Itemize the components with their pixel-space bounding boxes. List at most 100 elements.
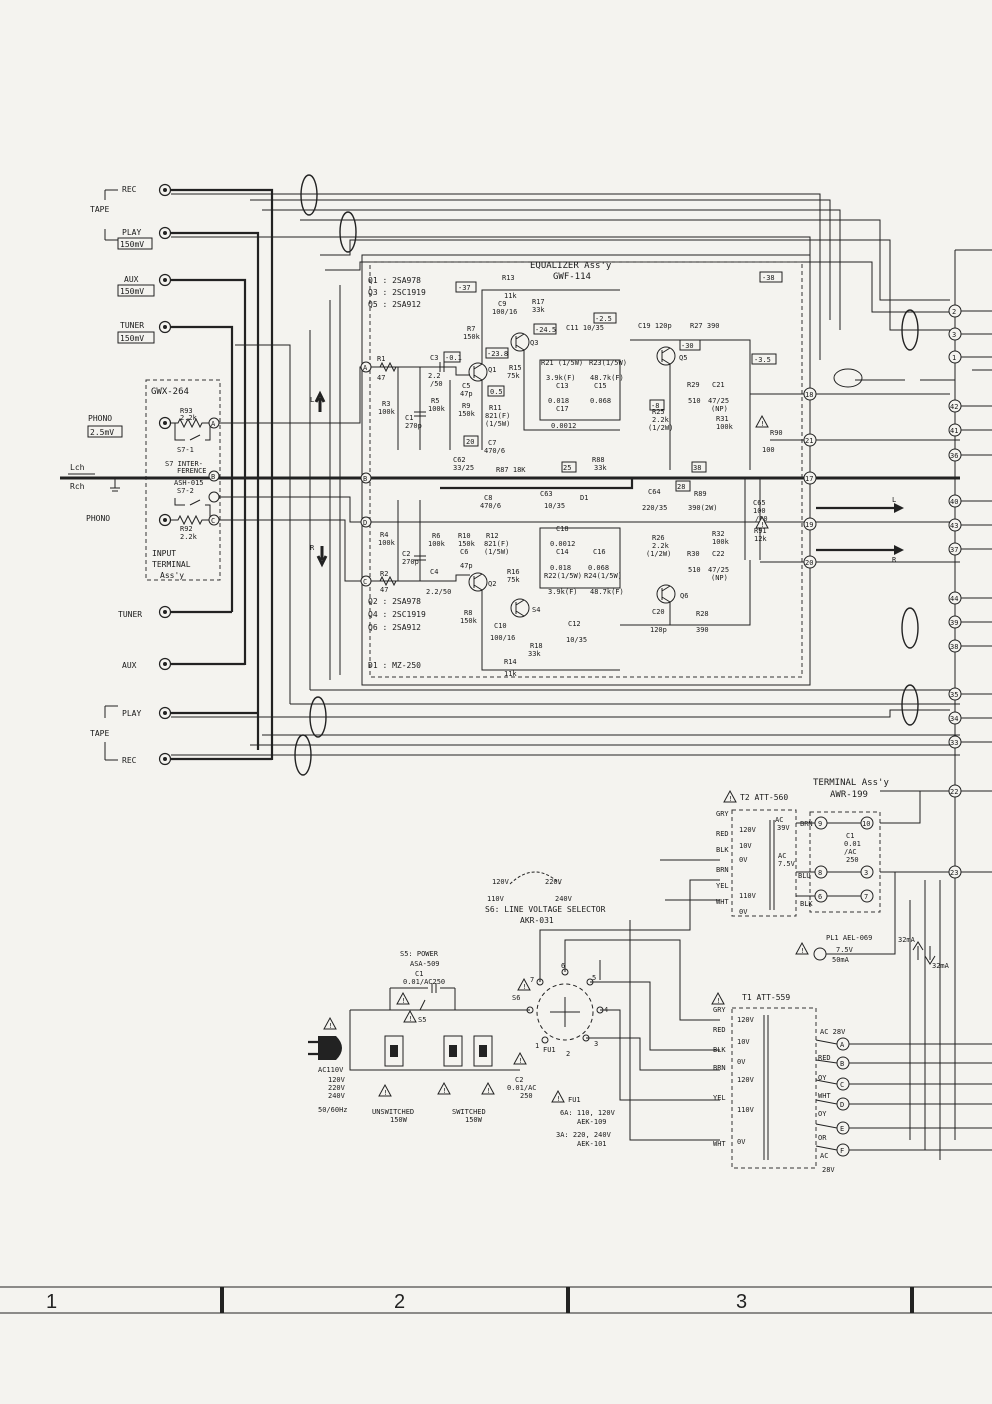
rot-2: 2 (566, 1050, 570, 1058)
rpin-5: 36 (950, 452, 958, 460)
r26-watt: (1/2W) (646, 550, 671, 558)
tuner-jack-bottom[interactable] (158, 605, 172, 619)
warning-icon-c1 (396, 992, 410, 1006)
t1-gry: GRY (713, 1006, 726, 1014)
node-c: C (363, 578, 367, 586)
t2-39v: 39V (777, 824, 790, 832)
rpin-11: 38 (950, 643, 958, 651)
rpin-1: 3 (952, 331, 956, 339)
phono-level: 2.5mV (90, 428, 114, 437)
t2-label: T2 ATT-560 (740, 793, 788, 802)
cable-loop-1 (300, 174, 318, 216)
r30-label: R30 (687, 550, 700, 558)
rec-jack-bottom[interactable] (158, 752, 172, 766)
r31-value: 100k (716, 423, 734, 431)
rpin-13: 34 (950, 715, 958, 723)
play-jack-top[interactable] (158, 226, 172, 240)
plug-hz: 50/60Hz (318, 1106, 348, 1114)
phono-jack-r[interactable] (158, 513, 172, 527)
r92-label: R92 (180, 525, 193, 533)
t1-120v: 120V (737, 1016, 755, 1024)
t2-gry: GRY (716, 810, 729, 818)
c2-label: C2 (402, 550, 410, 558)
node-a: A (363, 364, 368, 372)
pin-a: A (211, 420, 216, 428)
tuner-jack-top[interactable] (158, 320, 172, 334)
v-20: 20 (466, 438, 474, 446)
q5-label: Q5 (679, 354, 687, 362)
c22-np: (NP) (711, 574, 728, 582)
c17-label: C17 (556, 405, 569, 413)
phono-label-bottom: PHONO (86, 514, 110, 523)
r89-value: 390(2W) (688, 504, 718, 512)
r24-value: 48.7k(F) (590, 588, 624, 596)
c21-label: C21 (712, 381, 725, 389)
q5-spec: Q5 : 2SA912 (368, 300, 421, 309)
c15-label: C15 (594, 382, 607, 390)
rec-jack-top[interactable] (158, 183, 172, 197)
r90-label: R90 (770, 429, 783, 437)
c3-value-2: /50 (430, 380, 443, 388)
t2-110v: 110V (739, 892, 757, 900)
aux-jack-top[interactable] (158, 273, 172, 287)
r9-value: 150k (458, 410, 476, 418)
t2-10v: 10V (739, 842, 752, 850)
l-arrow: L (310, 396, 314, 404)
c13-label: C13 (556, 382, 569, 390)
input-jacks-top: TAPE REC PLAY 150mV AUX 150mV TUNER 150m… (90, 183, 274, 760)
r11-value: 821(F) (485, 412, 510, 420)
r1-value: 47 (377, 374, 385, 382)
r31-label: R31 (716, 415, 729, 423)
c11-label: C11 10/35 (566, 324, 604, 332)
t1-red: RED (713, 1026, 726, 1034)
t1-pin-f: F (840, 1147, 844, 1155)
c7-label: C7 (488, 439, 496, 447)
r15-label: R15 (509, 364, 522, 372)
pin-19: 19 (805, 521, 813, 529)
sel-240v: 240V (555, 895, 573, 903)
pin-c: C (211, 517, 215, 525)
c2-value: 270p (402, 558, 419, 566)
rpin-2: 1 (952, 354, 956, 362)
c7-value: 470/6 (484, 447, 505, 455)
c18-value: 0.0012 (550, 540, 575, 548)
pc2-value: 0.01/AC (507, 1084, 537, 1092)
c22-value: 47/25 (708, 566, 729, 574)
aux-label-bottom: AUX (122, 661, 137, 670)
v-25: -2.5 (595, 315, 612, 323)
r23-label: R23(1/5W) (589, 359, 627, 367)
tc1-value2: 250 (846, 856, 859, 864)
r30-value: 510 (688, 566, 701, 574)
play-jack-bottom[interactable] (158, 706, 172, 720)
c21-value: 47/25 (708, 397, 729, 405)
r21-label: R21 (1/5W) (541, 359, 583, 367)
r16-label: R16 (507, 568, 520, 576)
terminal-assy-t2: TERMINAL Ass'y AWR-199 T2 ATT-560 GRY 12… (716, 778, 950, 1160)
c3-label: C3 (430, 354, 438, 362)
t2-brn2: BRN (800, 820, 813, 828)
rot-1: 1 (535, 1042, 539, 1050)
phono-jack-l[interactable] (158, 416, 172, 430)
sel-220v: 220V (545, 878, 563, 886)
grid-col-3: 3 (736, 1291, 747, 1313)
c3-value: 2.2 (428, 372, 441, 380)
r12-label: R12 (486, 532, 499, 540)
r89-label: R89 (694, 490, 707, 498)
aux-jack-bottom[interactable] (158, 657, 172, 671)
c17-value: 0.0012 (551, 422, 576, 430)
v-25b: 25 (563, 464, 571, 472)
pl1-label: PL1 AEL-069 (826, 934, 872, 942)
selector-name: S6: LINE VOLTAGE SELECTOR (485, 905, 606, 914)
terminal-assy-title: TERMINAL Ass'y (813, 778, 889, 788)
sel-110v: 110V (487, 895, 505, 903)
r25-value: 2.2k (652, 416, 670, 424)
v-245: -24.5 (535, 326, 556, 334)
r32-value: 100k (712, 538, 730, 546)
t1-0v: 0V (737, 1058, 746, 1066)
v-38b: 38 (693, 464, 701, 472)
cable-loop-2 (339, 211, 357, 253)
t1-pin-c: C (840, 1081, 844, 1089)
t2-0v: 0V (739, 856, 748, 864)
r5-value: 100k (428, 405, 446, 413)
warning-icon-s6 (517, 978, 531, 992)
